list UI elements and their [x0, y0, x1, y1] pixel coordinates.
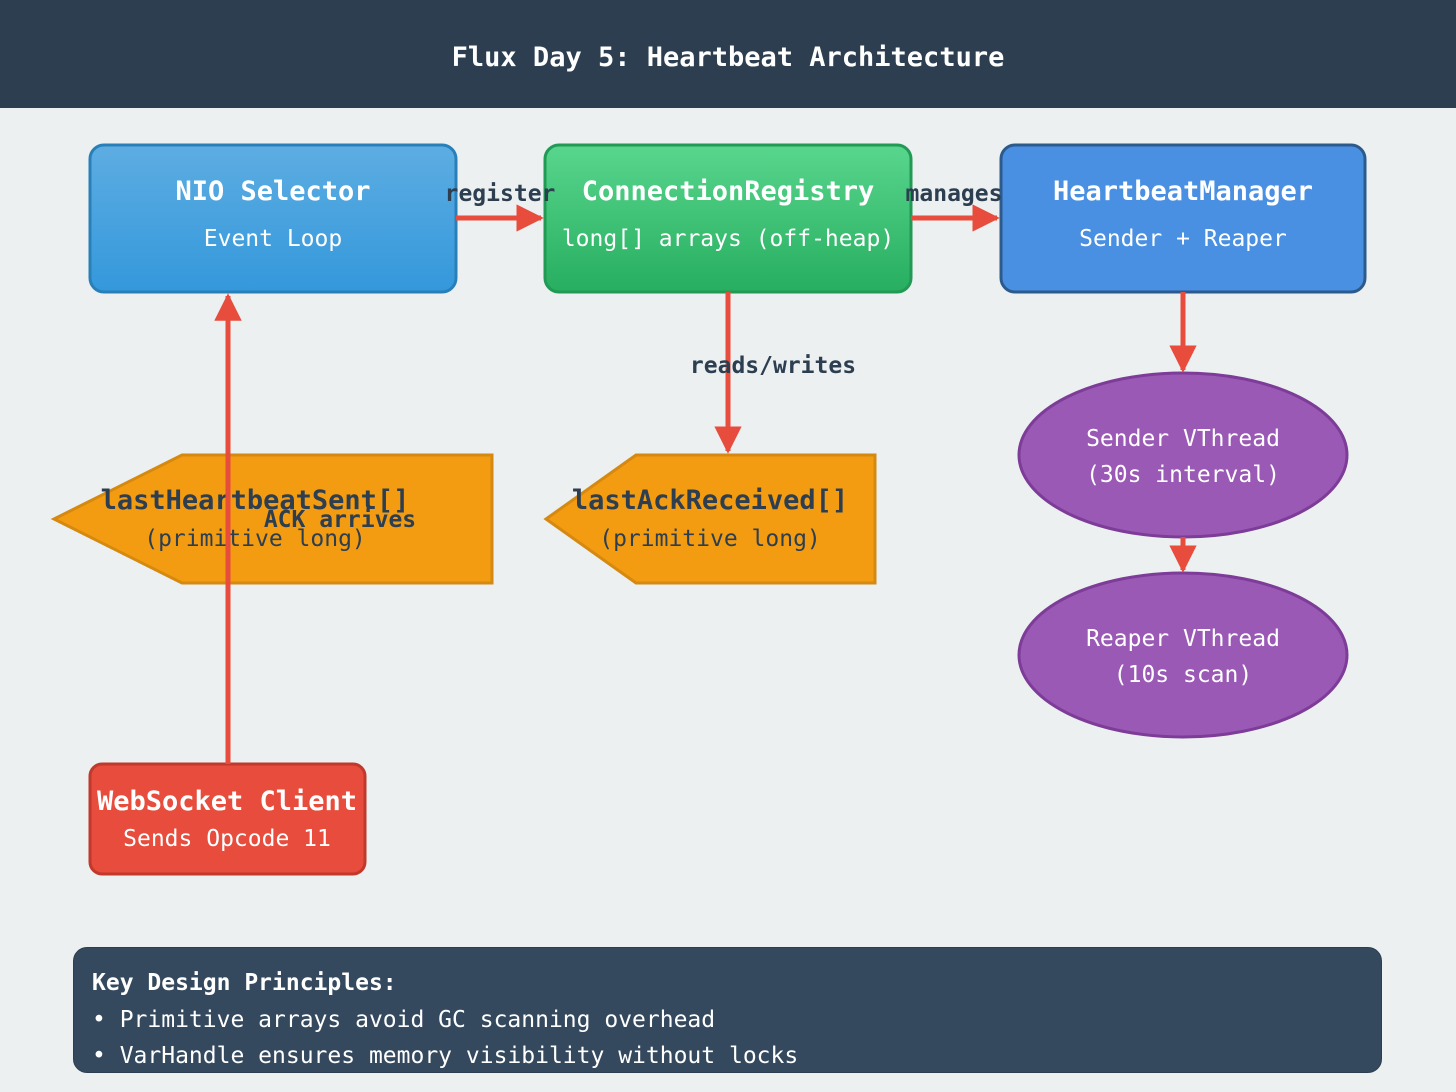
ack-arrives-label: ACK arrives [264, 507, 416, 533]
websocket-client-subtitle: Sends Opcode 11 [123, 826, 331, 852]
nio-selector-node: NIO Selector Event Loop [88, 143, 458, 294]
reaper-vthread-subtitle: (10s scan) [1114, 662, 1252, 688]
websocket-client-title: WebSocket Client [97, 786, 357, 817]
heartbeat-manager-subtitle: Sender + Reaper [1079, 226, 1287, 252]
heartbeat-manager-node: HeartbeatManager Sender + Reaper [999, 143, 1367, 294]
design-principles-title: Key Design Principles: [92, 970, 397, 996]
last-ack-received-subtitle: (primitive long) [599, 526, 821, 552]
websocket-client-node: WebSocket Client Sends Opcode 11 [88, 762, 367, 876]
design-principle-item: • VarHandle ensures memory visibility wi… [92, 1043, 799, 1069]
nio-selector-title: NIO Selector [175, 176, 370, 207]
reads-writes-label: reads/writes [690, 353, 856, 379]
connection-registry-title: ConnectionRegistry [582, 176, 875, 207]
header-bar: Flux Day 5: Heartbeat Architecture [0, 0, 1456, 108]
last-heartbeat-sent-subtitle: (primitive long) [144, 526, 366, 552]
sender-vthread-subtitle: (30s interval) [1086, 462, 1280, 488]
register-label: register [445, 181, 556, 207]
page-title: Flux Day 5: Heartbeat Architecture [451, 42, 1005, 73]
sender-vthread-node: Sender VThread (30s interval) [1017, 371, 1349, 539]
connection-registry-subtitle: long[] arrays (off-heap) [562, 226, 894, 252]
sender-vthread-title: Sender VThread [1086, 426, 1280, 452]
heartbeat-manager-title: HeartbeatManager [1053, 176, 1313, 207]
design-principle-item: • Primitive arrays avoid GC scanning ove… [92, 1007, 716, 1033]
last-heartbeat-sent-node: lastHeartbeatSent[] (primitive long) [50, 453, 494, 585]
reaper-vthread-node: Reaper VThread (10s scan) [1017, 571, 1349, 739]
last-ack-received-node: lastAckReceived[] (primitive long) [543, 453, 877, 585]
reaper-vthread-title: Reaper VThread [1086, 626, 1280, 652]
connection-registry-node: ConnectionRegistry long[] arrays (off-he… [543, 143, 913, 294]
last-ack-received-title: lastAckReceived[] [572, 485, 848, 516]
design-principles-panel: Key Design Principles: • Primitive array… [73, 947, 1382, 1073]
nio-selector-subtitle: Event Loop [204, 226, 342, 252]
manages-label: manages [906, 181, 1003, 207]
last-heartbeat-sent-title: lastHeartbeatSent[] [101, 485, 410, 516]
